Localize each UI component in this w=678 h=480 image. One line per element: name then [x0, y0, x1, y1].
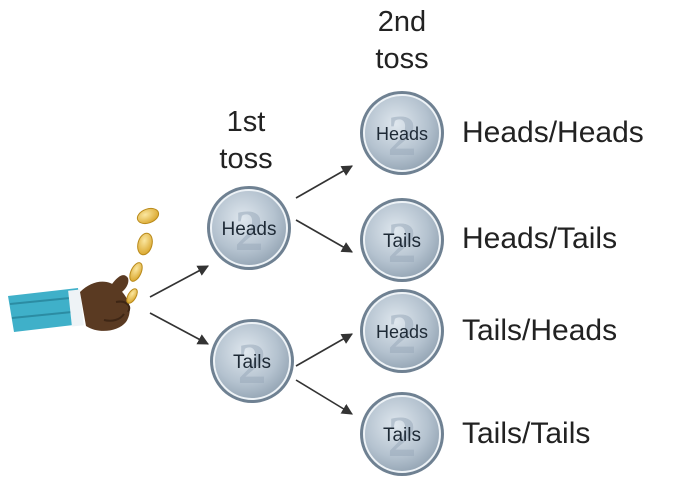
second-toss-tails-coin-1: 2 Tails: [360, 198, 444, 282]
second-heads-label-2: Heads: [376, 322, 428, 342]
second-toss-heads-coin-2: 2 Heads: [360, 289, 444, 373]
svg-text:2: 2: [388, 210, 417, 275]
arrow-tails-to-heads: [295, 333, 353, 367]
svg-text:2: 2: [388, 301, 417, 366]
first-toss-heading-line1: 1st: [227, 106, 266, 138]
outcome-tails-tails: Tails/Tails: [462, 417, 590, 450]
arrow-tails-to-tails: [295, 379, 353, 415]
first-heads-label: Heads: [222, 219, 277, 240]
arrow-hand-to-first-heads: [149, 265, 209, 298]
first-toss-tails-coin: 2 Tails: [210, 319, 294, 403]
svg-text:2: 2: [388, 103, 417, 168]
second-toss-tails-coin-2: 2 Tails: [360, 392, 444, 476]
second-tails-label-2: Tails: [383, 425, 421, 446]
outcome-tails-heads: Tails/Heads: [462, 314, 617, 347]
svg-text:2: 2: [238, 331, 267, 396]
second-tails-label-1: Tails: [383, 231, 421, 252]
outcome-heads-heads: Heads/Heads: [462, 116, 644, 149]
second-heads-label-1: Heads: [376, 124, 428, 144]
first-tails-label: Tails: [233, 352, 271, 373]
svg-text:2: 2: [388, 404, 417, 469]
second-toss-heading-line2: toss: [375, 43, 428, 75]
first-toss-heading-line2: toss: [219, 143, 272, 175]
second-toss-heads-coin-1: 2 Heads: [360, 91, 444, 175]
arrow-heads-to-tails: [295, 219, 353, 253]
svg-text:2: 2: [235, 198, 264, 263]
second-toss-heading-line1: 2nd: [378, 6, 426, 38]
outcome-heads-tails: Heads/Tails: [462, 222, 617, 255]
first-toss-heads-coin: 2 Heads: [207, 186, 291, 270]
arrow-hand-to-first-tails: [149, 312, 209, 345]
tossing-hand-icon: [8, 275, 131, 332]
arrow-heads-to-heads: [295, 165, 353, 199]
flying-coins-icon: [126, 207, 160, 304]
